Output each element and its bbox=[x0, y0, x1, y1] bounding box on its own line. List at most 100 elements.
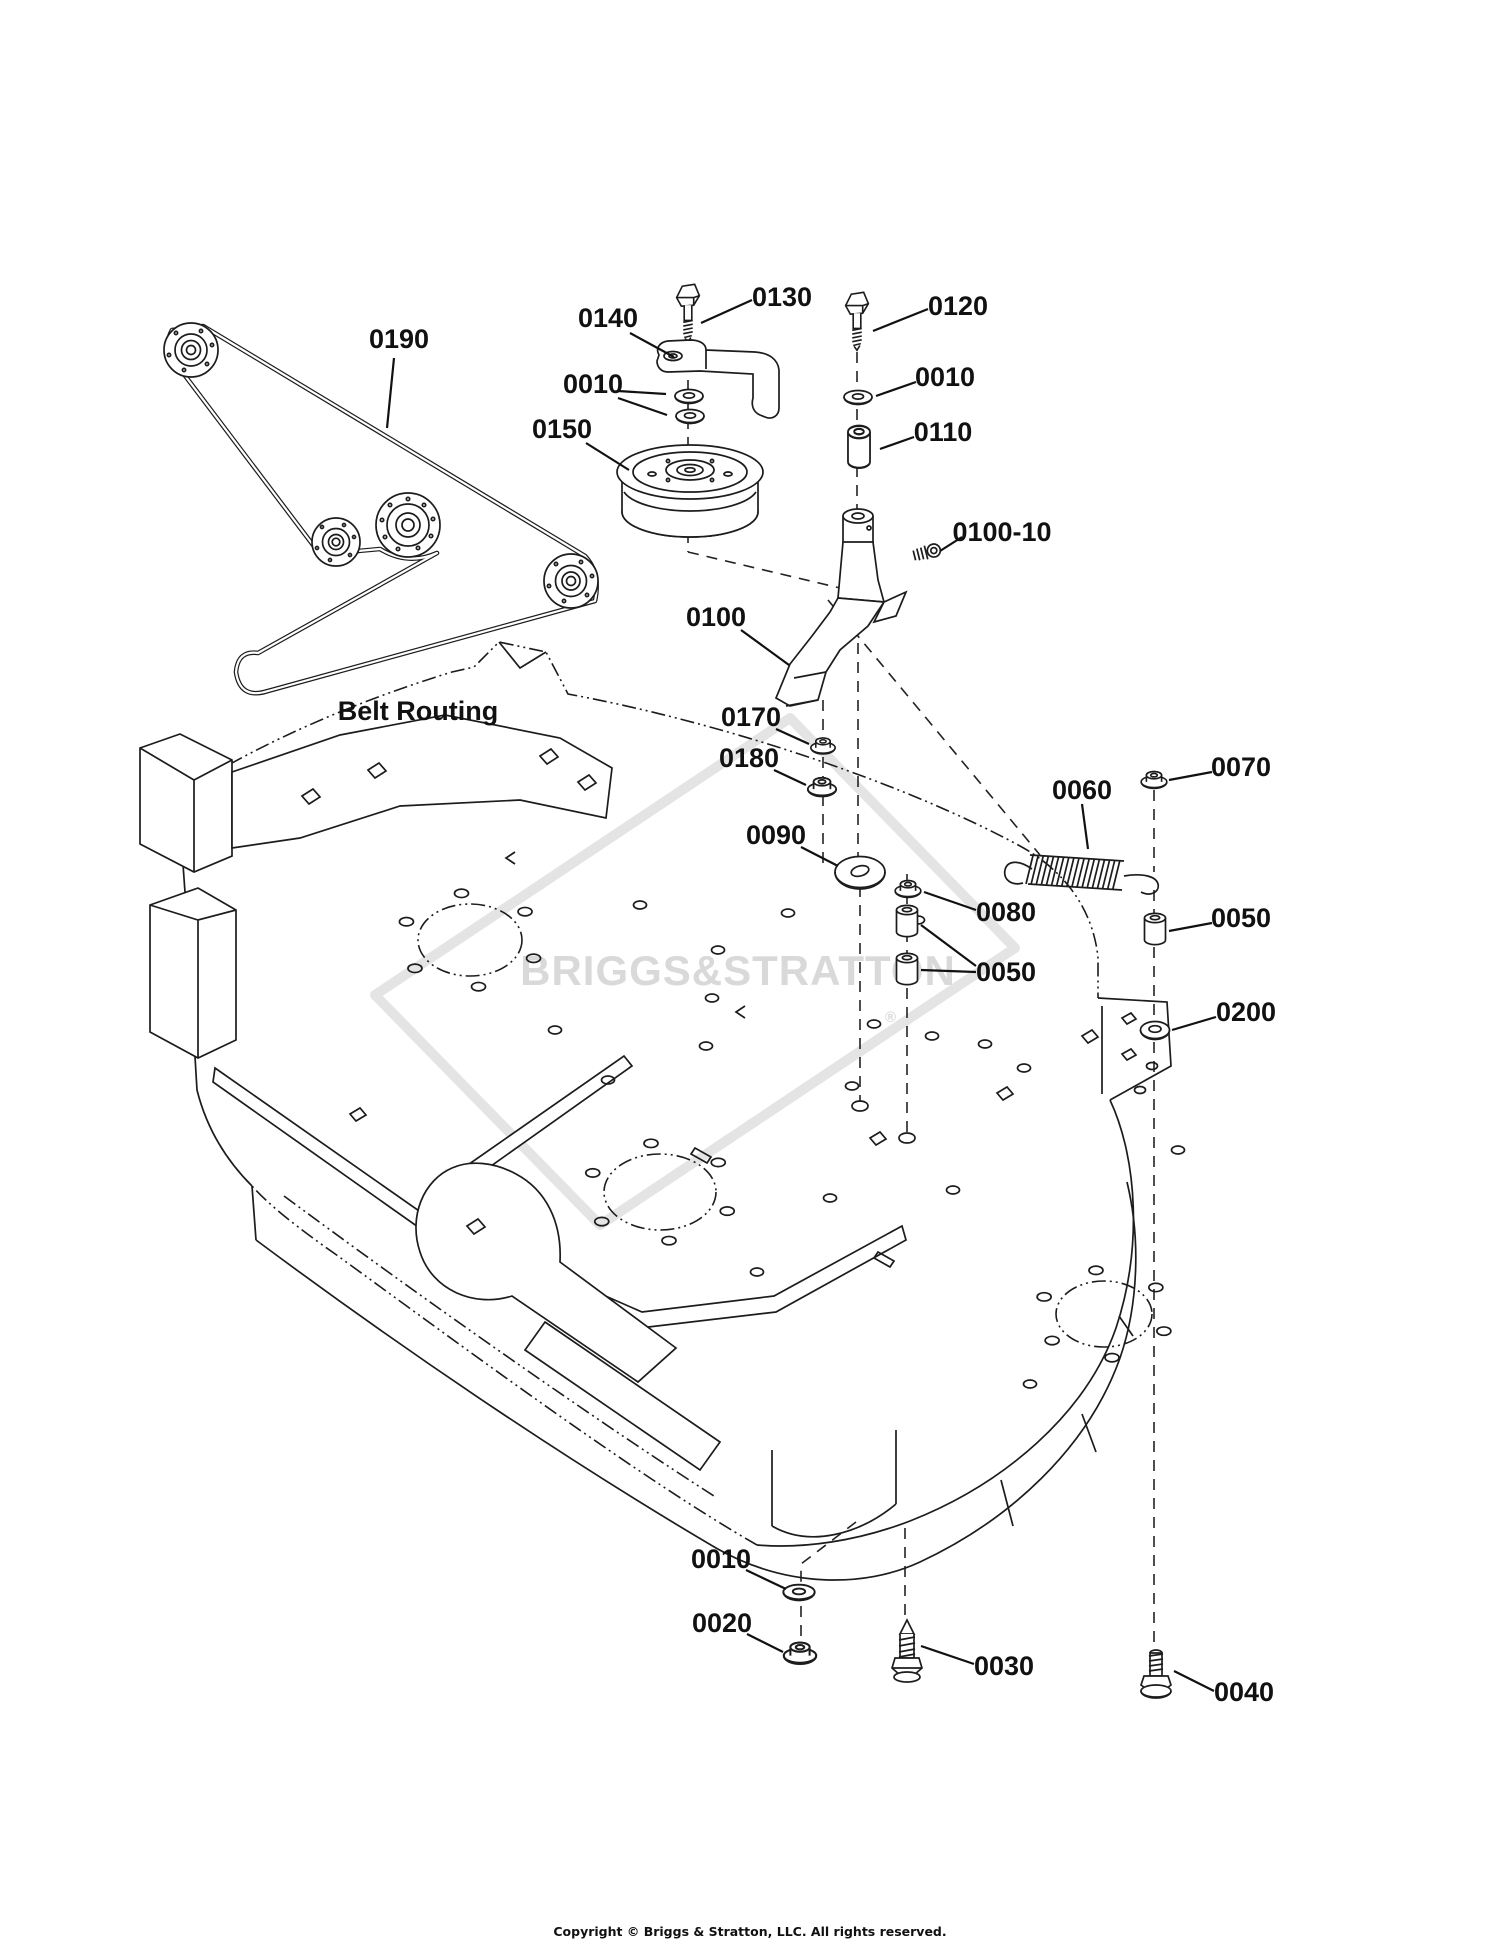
deck-front-rails bbox=[212, 1054, 908, 1472]
part-label-0030: 0030 bbox=[974, 1651, 1034, 1681]
part-label-0010: 0010 bbox=[691, 1544, 751, 1574]
spindle-bolt-hole bbox=[1044, 1335, 1060, 1346]
washer-0200-icon bbox=[1139, 1020, 1171, 1041]
part-label-0150: 0150 bbox=[532, 414, 592, 444]
bolt-0040-icon bbox=[1139, 1649, 1173, 1699]
part-label-0190: 0190 bbox=[369, 324, 429, 354]
part-callouts: 0190 0130 0140 0010 0150 0120 0010 0110 0100-10 0… bbox=[369, 282, 1276, 1707]
bottom-hardware bbox=[782, 1583, 1173, 1699]
nut-0070-icon bbox=[1140, 770, 1168, 790]
part-label-0140: 0140 bbox=[578, 303, 638, 333]
deck-spindle-openings bbox=[398, 888, 1172, 1363]
nut-0180-icon bbox=[806, 776, 838, 798]
leader-line-0180 bbox=[773, 769, 807, 786]
part-label-0060: 0060 bbox=[1052, 775, 1112, 805]
leader-line-0080 bbox=[923, 890, 977, 912]
part-label-0090: 0090 bbox=[746, 820, 806, 850]
part-label-0130: 0130 bbox=[752, 282, 812, 312]
part-label-0110: 0110 bbox=[914, 417, 973, 447]
mower-deck-drawing bbox=[139, 641, 1186, 1581]
belt-routing-diagram: Belt Routing bbox=[163, 322, 599, 726]
mid-hardware bbox=[806, 737, 1171, 1041]
leader-line-0100 bbox=[740, 629, 790, 666]
pulley-0150-icon bbox=[616, 444, 764, 538]
washer-0010-icon bbox=[843, 389, 873, 406]
idler-pulley-icon bbox=[543, 553, 599, 609]
part-label-0180: 0180 bbox=[719, 743, 779, 773]
leader-line-0200 bbox=[1171, 1015, 1217, 1032]
spindle-bolt-hole bbox=[661, 1235, 677, 1246]
blade-0100-icon bbox=[774, 508, 908, 707]
leader-line-0030 bbox=[920, 1644, 975, 1666]
spindle-pulley-icon bbox=[375, 492, 441, 558]
part-label-0010: 0010 bbox=[563, 369, 623, 399]
screw-0100-10-icon bbox=[912, 543, 942, 561]
spindle-bolt-hole bbox=[398, 916, 415, 927]
bolt-0130-icon bbox=[675, 283, 701, 344]
leader-line-0100-10 bbox=[939, 536, 963, 552]
spindle-bolt-hole bbox=[1088, 1265, 1104, 1276]
deck-left-brackets bbox=[139, 714, 613, 1059]
copyright-text: Copyright © Briggs & Stratton, LLC. All … bbox=[553, 1924, 946, 1939]
leader-line-0020 bbox=[746, 1633, 784, 1653]
registered-mark: ® bbox=[885, 1009, 896, 1026]
part-label-0100: 0100 bbox=[686, 602, 746, 632]
leader-line-0140 bbox=[629, 332, 675, 358]
bracket-0140-icon bbox=[656, 339, 780, 419]
part-label-0020: 0020 bbox=[692, 1608, 752, 1638]
spindle-bolt-hole bbox=[719, 1206, 736, 1217]
leader-line-0130 bbox=[700, 298, 753, 325]
leader-line-0010 bbox=[875, 380, 917, 398]
nut-0020-icon bbox=[782, 1641, 818, 1666]
leader-line-0010 bbox=[617, 389, 667, 396]
part-label-0120: 0120 bbox=[928, 291, 988, 321]
belt-routing-caption: Belt Routing bbox=[338, 696, 498, 726]
spacer-0110-icon bbox=[846, 424, 872, 470]
spindle-bolt-hole bbox=[453, 888, 470, 899]
part-label-0010: 0010 bbox=[915, 362, 975, 392]
blade-assembly bbox=[774, 291, 942, 707]
spacer-0050-icon bbox=[1143, 912, 1167, 946]
leader-line-0010 bbox=[745, 1569, 787, 1590]
leader-line-0060 bbox=[1080, 803, 1090, 850]
part-label-0070: 0070 bbox=[1211, 752, 1271, 782]
leader-line-0040 bbox=[1173, 1670, 1215, 1692]
spindle-bolt-hole bbox=[1148, 1282, 1164, 1293]
assembly-axis-lines bbox=[687, 342, 1155, 1648]
spacer-0050-icon bbox=[895, 904, 919, 938]
spindle-bolt-hole bbox=[1036, 1291, 1052, 1302]
part-label-0100-10: 0100-10 bbox=[952, 517, 1051, 547]
leader-line-0050 bbox=[920, 924, 977, 967]
washer-0010-icon bbox=[782, 1583, 816, 1602]
spindle-bolt-hole bbox=[525, 953, 542, 964]
washer-0010-icon bbox=[674, 388, 704, 405]
leader-line-0070 bbox=[1168, 770, 1213, 782]
spacer-0050-icon bbox=[895, 952, 919, 986]
washer-0090-icon bbox=[834, 855, 886, 890]
leader-line-0120 bbox=[872, 307, 929, 333]
watermark-text: BRIGGS&STRATTON bbox=[520, 947, 956, 994]
spindle-bolt-hole bbox=[1156, 1326, 1172, 1337]
leader-line-0150 bbox=[585, 442, 630, 471]
part-label-0080: 0080 bbox=[976, 897, 1036, 927]
part-label-0200: 0200 bbox=[1216, 997, 1276, 1027]
spindle-bolt-hole bbox=[517, 906, 533, 917]
deck-holes bbox=[348, 851, 1186, 1389]
nut-0080-icon bbox=[894, 879, 922, 899]
washer-0010-icon bbox=[675, 408, 705, 425]
part-label-0170: 0170 bbox=[721, 702, 781, 732]
spring-0060-icon bbox=[1003, 854, 1160, 895]
spindle-bolt-hole bbox=[407, 963, 423, 974]
spindle-bolt-hole bbox=[1104, 1352, 1120, 1363]
idler-pulley-icon bbox=[163, 322, 219, 378]
bolt-0120-icon bbox=[844, 291, 870, 352]
part-label-0050: 0050 bbox=[976, 957, 1036, 987]
leader-line-0050 bbox=[1168, 921, 1213, 933]
part-label-0040: 0040 bbox=[1214, 1677, 1274, 1707]
leader-line-0010 bbox=[617, 396, 668, 417]
spindle-bolt-hole bbox=[643, 1138, 659, 1149]
deck-right-bracket-holes bbox=[1101, 1006, 1159, 1095]
leader-line-0170 bbox=[775, 727, 810, 746]
